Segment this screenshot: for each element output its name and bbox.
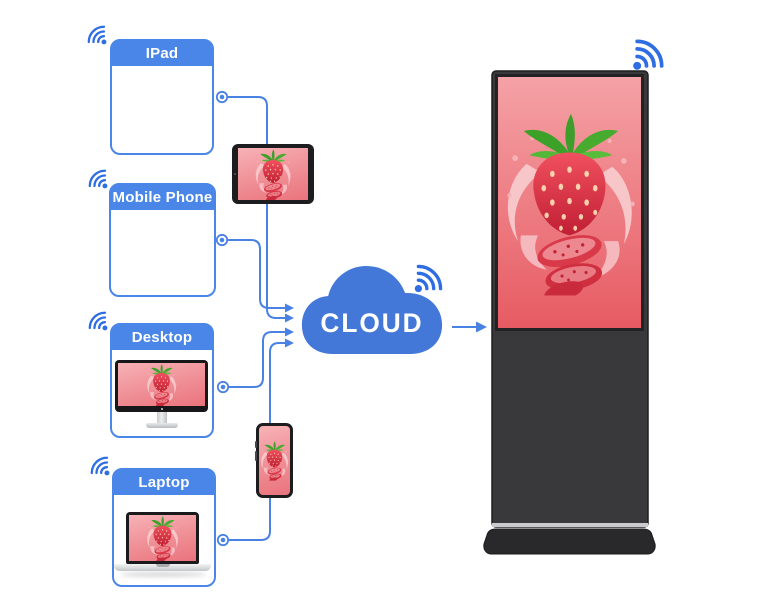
device-label-ipad: IPad <box>112 41 212 66</box>
monitor-stand-neck <box>157 412 167 424</box>
device-card-mobile-body <box>111 210 293 498</box>
camera-dot-icon <box>234 173 236 175</box>
laptop-shadow <box>120 572 206 577</box>
strawberry-artwork <box>256 149 292 200</box>
kiosk-display <box>483 70 656 555</box>
cloud-shape <box>301 266 443 354</box>
cloud-label: CLOUD <box>320 308 423 338</box>
wifi-icon <box>411 258 449 296</box>
phone-screen <box>259 426 290 495</box>
arrow-icon <box>476 321 487 333</box>
strawberry-artwork <box>147 516 179 561</box>
monitor-screen <box>118 363 205 406</box>
wifi-icon <box>84 307 110 333</box>
laptop-base <box>114 564 211 571</box>
connector-path-ipad <box>228 96 285 319</box>
strawberry-artwork <box>147 364 176 406</box>
connector-node-dot <box>215 233 229 247</box>
tablet-illustration <box>232 144 314 204</box>
phone-button <box>255 441 257 448</box>
device-label-desktop: Desktop <box>112 325 212 350</box>
connector-node-dot <box>216 380 230 394</box>
wifi-icon <box>629 32 671 74</box>
connector-node-dots <box>215 90 230 547</box>
connector-node-dot <box>215 90 229 104</box>
wifi-icon <box>84 165 110 191</box>
tablet-screen <box>238 148 308 200</box>
arrow-icon <box>285 327 294 337</box>
device-label-laptop: Laptop <box>114 470 214 495</box>
connector-path-mobile <box>228 239 285 309</box>
monitor-illustration <box>115 360 208 412</box>
arrow-icon <box>285 303 294 313</box>
monitor-stand-base <box>146 423 178 428</box>
arrow-icon <box>285 313 294 323</box>
cloud: CLOUD <box>298 256 446 360</box>
connector-node-dot <box>216 533 230 547</box>
device-card-ipad: IPad <box>110 39 314 204</box>
wifi-icon <box>86 452 112 478</box>
arrow-icon <box>285 338 294 348</box>
connector-path-desktop <box>229 331 285 388</box>
device-card-ipad-body <box>112 66 314 204</box>
laptop-illustration <box>126 512 199 564</box>
strawberry-artwork <box>261 441 289 482</box>
device-label-mobile-phone: Mobile Phone <box>111 185 214 210</box>
phone-illustration <box>255 423 293 498</box>
kiosk-base-trim <box>492 523 648 527</box>
laptop-screen <box>129 515 196 561</box>
kiosk-base <box>483 528 656 555</box>
phone-button <box>255 451 257 461</box>
device-card-mobile-phone: Mobile Phone <box>109 183 293 498</box>
monitor-logo-dot-icon <box>160 408 163 410</box>
wifi-icon <box>83 21 109 47</box>
